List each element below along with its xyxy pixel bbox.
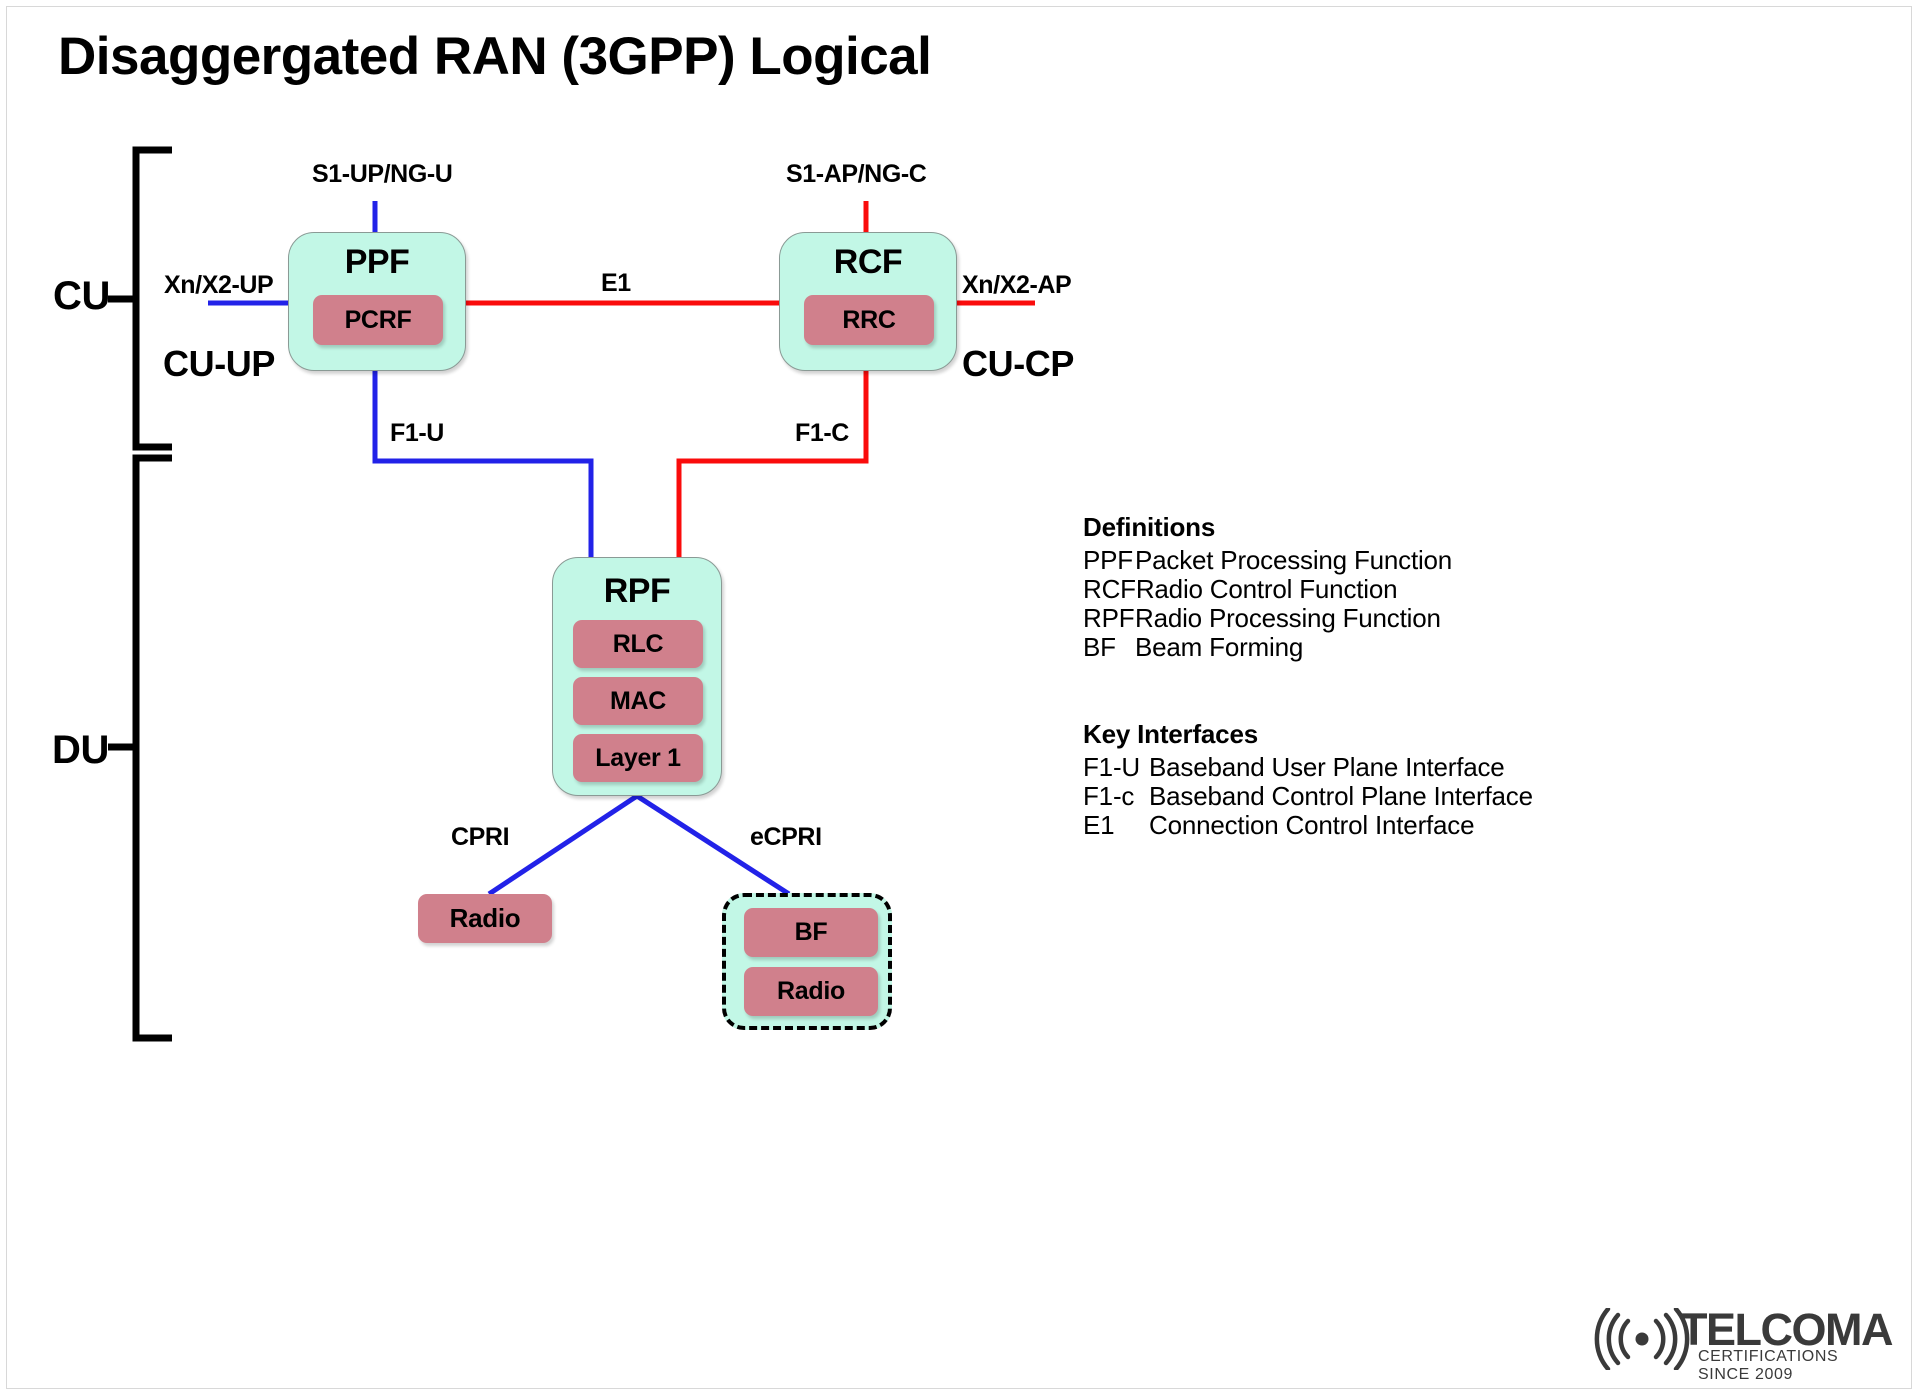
- key-interface-row: F1-c Baseband Control Plane Interface: [1083, 782, 1533, 811]
- definitions-panel: Definitions PPFPacket Processing Functio…: [1083, 512, 1452, 662]
- node-rpf[interactable]: RPF RLC MAC Layer 1: [552, 557, 722, 796]
- node-rcf-sublayer-rrc[interactable]: RRC: [804, 295, 934, 345]
- definitions-heading: Definitions: [1083, 512, 1216, 542]
- label-cpri: CPRI: [451, 823, 510, 851]
- node-rpf-sublayer-layer1[interactable]: Layer 1: [573, 734, 703, 782]
- user-plane-links: [208, 201, 791, 897]
- wifi-dot-icon: [1635, 1332, 1649, 1346]
- link-ecpri: [635, 793, 791, 897]
- definition-abbr: RCF: [1083, 574, 1136, 604]
- label-xn-x2-ap: Xn/X2-AP: [962, 271, 1072, 299]
- node-rcf-title: RCF: [833, 243, 903, 281]
- label-group-cu: CU: [53, 274, 110, 318]
- definition-abbr: RPF: [1083, 603, 1135, 633]
- key-interface-abbr: E1: [1083, 810, 1115, 840]
- page-title: Disaggergated RAN (3GPP) Logical: [58, 27, 932, 86]
- key-interface-row: E1 Connection Control Interface: [1083, 811, 1533, 840]
- wifi-waves-icon: [1594, 1306, 1690, 1372]
- du-bracket: [108, 454, 172, 1042]
- node-rcf[interactable]: RCF RRC: [779, 232, 957, 371]
- definition-abbr: PPF: [1083, 545, 1133, 575]
- definition-text: Radio Control Function: [1135, 574, 1398, 604]
- key-interfaces-heading: Key Interfaces: [1083, 719, 1258, 749]
- label-group-cu-up: CU-UP: [163, 343, 275, 384]
- link-cpri: [487, 793, 639, 897]
- node-rru-sublayer-radio[interactable]: Radio: [744, 967, 878, 1016]
- label-s1-up: S1-UP/NG-U: [312, 160, 453, 188]
- node-ppf-sublayer-pcrf[interactable]: PCRF: [313, 295, 443, 345]
- logo-wordmark: TELCOMA: [1680, 1304, 1893, 1355]
- definition-text: Radio Processing Function: [1135, 603, 1441, 633]
- node-radio-standalone[interactable]: Radio: [418, 894, 552, 943]
- telcoma-logo: TELCOMA CERTIFICATIONS SINCE 2009: [1592, 1304, 1893, 1383]
- node-rpf-title: RPF: [603, 572, 671, 610]
- key-interface-abbr: F1-U: [1083, 752, 1140, 782]
- label-xn-x2-up: Xn/X2-UP: [164, 271, 274, 299]
- label-f1-c: F1-C: [795, 419, 849, 447]
- key-interfaces-panel: Key Interfaces F1-U Baseband User Plane I…: [1083, 719, 1533, 840]
- key-interface-abbr: F1-c: [1083, 781, 1135, 811]
- link-f1-u: [372, 371, 594, 557]
- definition-row: RCFRadio Control Function: [1083, 575, 1452, 604]
- definition-row: BF Beam Forming: [1083, 633, 1452, 662]
- key-interface-row: F1-U Baseband User Plane Interface: [1083, 753, 1533, 782]
- definition-abbr: BF: [1083, 632, 1116, 662]
- definition-text: Packet Processing Function: [1135, 545, 1453, 575]
- control-plane-links: [466, 201, 1035, 557]
- node-rpf-sublayer-mac[interactable]: MAC: [573, 677, 703, 725]
- cu-bracket: [108, 146, 172, 451]
- label-s1-ap: S1-AP/NG-C: [786, 160, 927, 188]
- label-f1-u: F1-U: [390, 419, 444, 447]
- node-rpf-sublayer-rlc[interactable]: RLC: [573, 620, 703, 668]
- key-interface-text: Connection Control Interface: [1149, 810, 1475, 840]
- definition-row: PPFPacket Processing Function: [1083, 546, 1452, 575]
- label-group-du: DU: [52, 728, 109, 772]
- logo-tagline: CERTIFICATIONS SINCE 2009: [1698, 1348, 1839, 1383]
- link-f1-c: [676, 371, 869, 557]
- node-rru-group[interactable]: BF Radio: [722, 893, 892, 1030]
- node-ppf-title: PPF: [344, 243, 410, 281]
- definition-row: RPFRadio Processing Function: [1083, 604, 1452, 633]
- label-e1: E1: [601, 269, 631, 297]
- key-interface-text: Baseband Control Plane Interface: [1149, 781, 1533, 811]
- node-ppf[interactable]: PPF PCRF: [288, 232, 466, 371]
- label-ecpri: eCPRI: [750, 823, 822, 851]
- definition-text: Beam Forming: [1135, 632, 1304, 662]
- key-interface-text: Baseband User Plane Interface: [1149, 752, 1505, 782]
- page-border: [6, 6, 1912, 1389]
- label-group-cu-cp: CU-CP: [962, 343, 1074, 384]
- node-rru-sublayer-bf[interactable]: BF: [744, 908, 878, 957]
